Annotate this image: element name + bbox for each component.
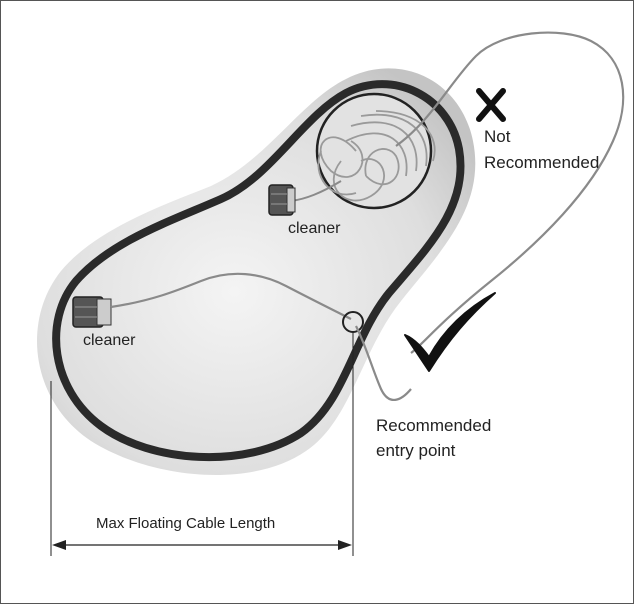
max-length-label: Max Floating Cable Length — [96, 515, 276, 532]
cleaner-top-label: cleaner — [288, 220, 341, 237]
dim-arrowhead-left — [52, 540, 66, 550]
tangled-cable — [317, 110, 436, 202]
cable-not-recommended — [395, 31, 625, 354]
check-mark-icon — [404, 292, 496, 372]
cleaner-left-label: cleaner — [83, 332, 136, 349]
cleaner-top-icon — [268, 184, 296, 216]
cable-recommended — [355, 325, 412, 401]
dim-arrowhead-right — [338, 540, 352, 550]
cross-mark-icon — [476, 88, 506, 122]
not-recommended-label-line1: Not — [484, 127, 511, 146]
cleaner-left-icon — [72, 296, 112, 328]
recommended-label-line1: Recommended — [376, 416, 492, 435]
recommended-label-line2: entry point — [376, 441, 456, 460]
cable-left-cleaner — [110, 272, 352, 320]
not-recommended-label-line2: Recommended — [484, 153, 600, 172]
boundary-loop — [52, 80, 465, 462]
